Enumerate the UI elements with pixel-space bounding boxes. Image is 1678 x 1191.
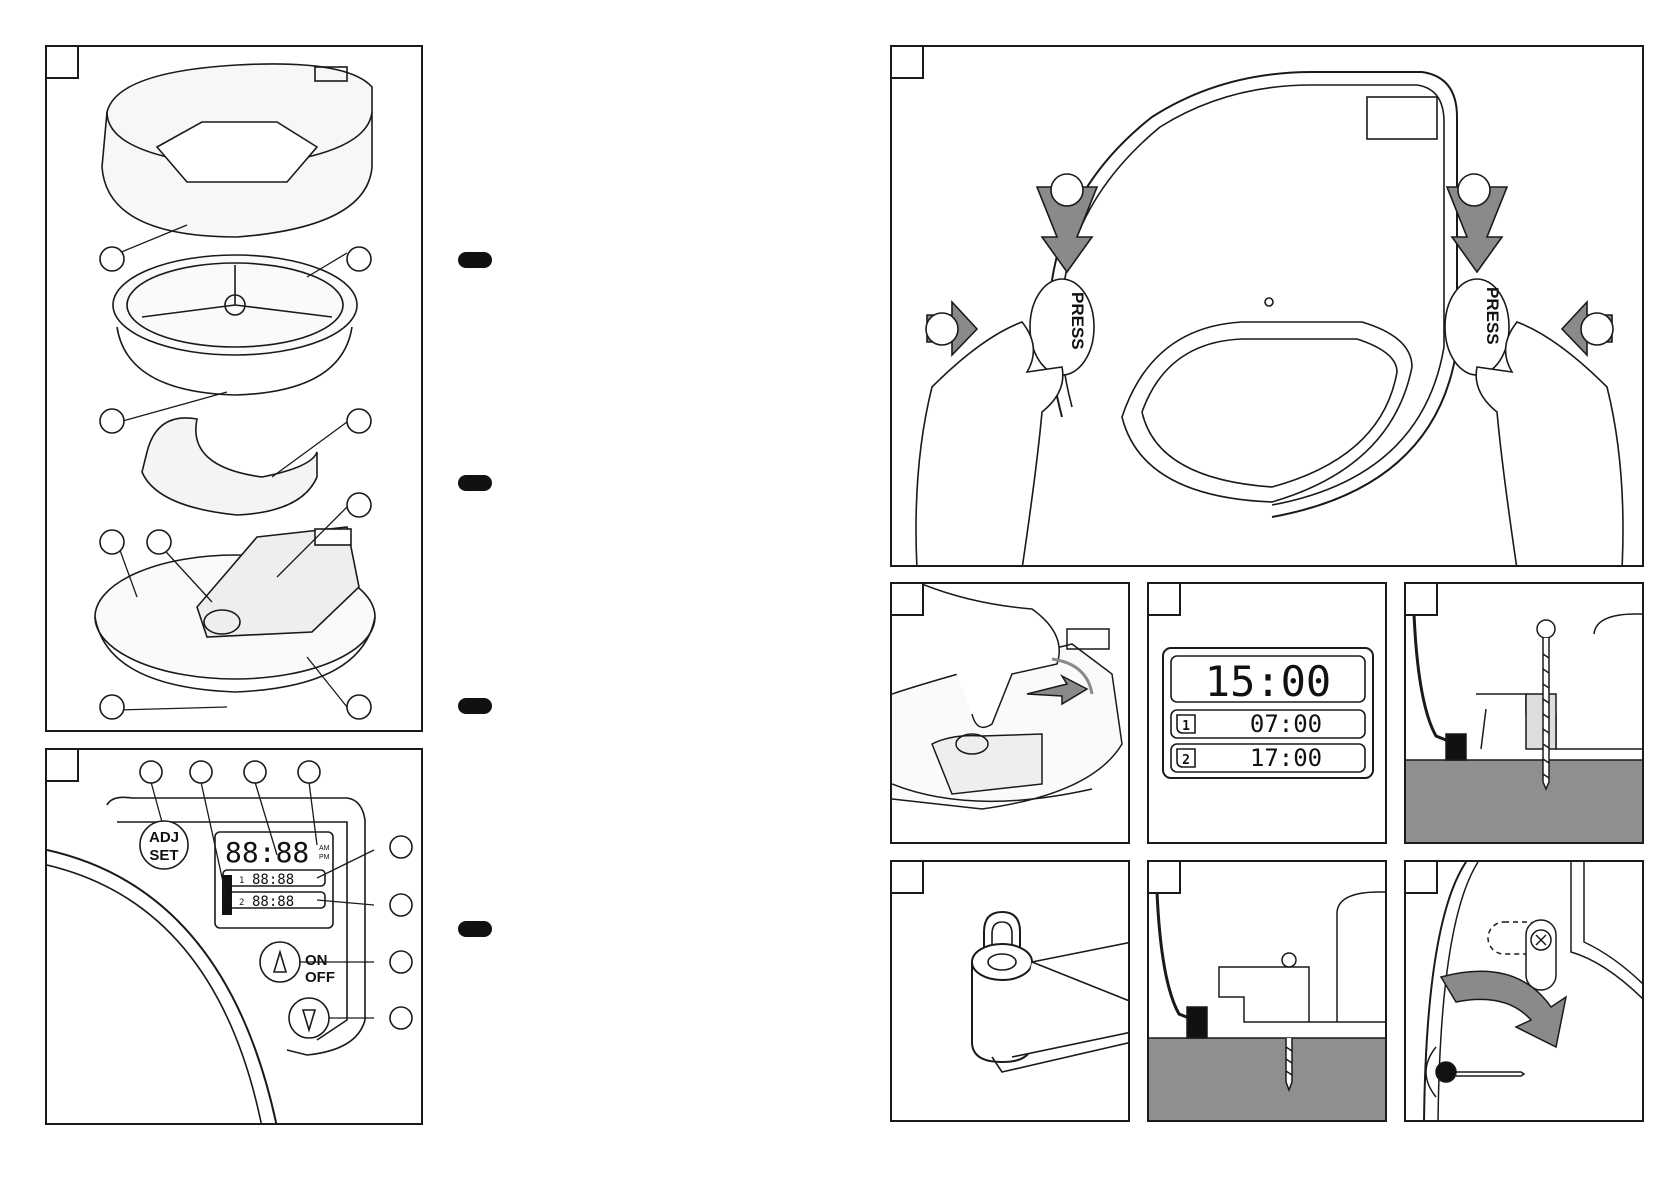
set-label: SET xyxy=(149,847,178,864)
hinge-detail-panel xyxy=(890,860,1130,1122)
main-digits: 88:88 xyxy=(225,836,309,869)
press-label-left: PRESS xyxy=(1068,292,1087,350)
timer2-digits: 88:88 xyxy=(252,894,294,910)
ground-surface xyxy=(1149,1038,1387,1122)
adj-label: ADJ xyxy=(149,829,179,846)
screw-mount-panel xyxy=(1404,582,1644,844)
hinge-drawing xyxy=(892,862,1130,1122)
display-timer1-time: 07:00 xyxy=(1250,710,1322,738)
am-label: AM xyxy=(319,845,330,852)
press-to-open-panel: PRESS PRESS xyxy=(890,45,1644,567)
press-drawing: PRESS PRESS xyxy=(892,47,1644,567)
control-panel-closeup: ADJ SET ON OFF 88:88 AM PM 1 88:88 2 88:… xyxy=(45,748,423,1125)
timer1-index: 1 xyxy=(239,876,244,886)
press-label-right: PRESS xyxy=(1483,287,1502,345)
bullet-marker xyxy=(458,252,492,268)
bracket-mount-drawing xyxy=(1149,862,1387,1122)
bullet-marker xyxy=(458,921,492,937)
panel-number-box xyxy=(891,46,924,79)
panel-number-box xyxy=(1148,583,1181,616)
exploded-view-panel xyxy=(45,45,423,732)
timer1-digits: 88:88 xyxy=(252,872,294,888)
ice-pack-part xyxy=(142,418,317,515)
control-panel-drawing: ADJ SET ON OFF 88:88 AM PM 1 88:88 2 88:… xyxy=(47,750,423,1125)
display-main-time: 15:00 xyxy=(1205,657,1331,706)
screw-mount-drawing xyxy=(1406,584,1644,844)
display-example-panel: 15:00 1 07:00 2 17:00 xyxy=(1147,582,1387,844)
panel-number-box xyxy=(46,46,79,79)
exploded-view-drawing xyxy=(47,47,423,732)
pm-label: PM xyxy=(319,854,330,861)
on-label: ON xyxy=(305,952,328,969)
panel-number-box xyxy=(891,583,924,616)
panel-number-box xyxy=(1148,861,1181,894)
tray-part xyxy=(113,255,357,395)
lcd-display-drawing: 15:00 1 07:00 2 17:00 xyxy=(1149,584,1387,844)
lid-part xyxy=(102,64,372,237)
bullet-marker xyxy=(458,698,492,714)
bullet-marker xyxy=(458,475,492,491)
display-timer2-time: 17:00 xyxy=(1250,744,1322,772)
panel-number-box xyxy=(891,861,924,894)
battery-insert-panel xyxy=(890,582,1130,844)
bracket-mount-panel xyxy=(1147,860,1387,1122)
callout-circles xyxy=(926,174,1613,345)
turn-lock-drawing xyxy=(1406,862,1644,1122)
battery-insert-drawing xyxy=(892,584,1130,844)
panel-number-box xyxy=(1405,583,1438,616)
turn-lock-panel xyxy=(1404,860,1644,1122)
ground-surface xyxy=(1406,760,1644,844)
panel-number-box xyxy=(46,749,79,782)
display-timer2-index: 2 xyxy=(1182,753,1190,768)
off-label: OFF xyxy=(305,969,335,986)
panel-number-box xyxy=(1405,861,1438,894)
display-timer1-index: 1 xyxy=(1182,719,1190,734)
battery-indicator xyxy=(222,875,232,915)
base-part xyxy=(95,527,375,692)
timer2-index: 2 xyxy=(239,898,244,908)
